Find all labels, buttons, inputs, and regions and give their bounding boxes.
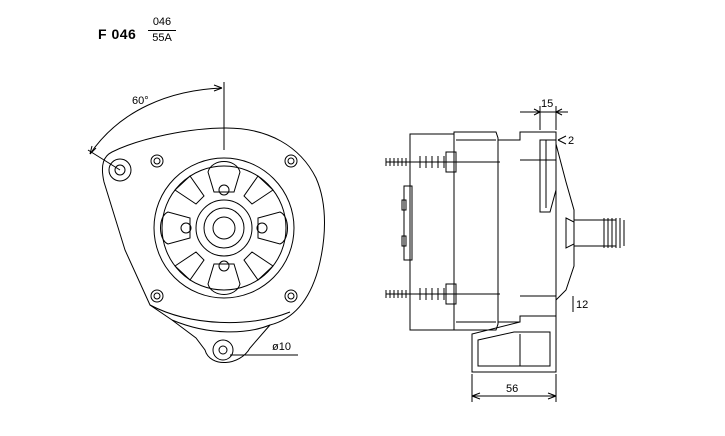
bottom-bolt-head [445, 283, 457, 305]
hole-diameter-label: ø10 [272, 341, 291, 353]
bottom-bolt-thread [385, 290, 407, 298]
bottom-mount-hole-inner [218, 345, 228, 355]
dim-gap-arrow [557, 135, 567, 145]
top-bolt-thread [385, 158, 407, 166]
front-view [87, 82, 325, 363]
bottom-gap-label: 12 [576, 299, 588, 311]
bottom-mount-foot-inner [477, 331, 551, 367]
vent-slot-br [243, 251, 274, 281]
bottom-mount-hole-outer [212, 339, 234, 361]
angle-arrow-left [89, 145, 97, 155]
dim-top-arrows [533, 108, 563, 116]
shaft-thread [603, 218, 625, 248]
top-bolt-nuts [419, 156, 445, 168]
vent-slot-bottom [207, 263, 241, 295]
terminal-pin-2 [401, 235, 407, 247]
fraction-numerator: 046 [148, 16, 176, 31]
output-shaft [574, 219, 617, 247]
vent-slot-tl [174, 175, 205, 205]
top-gap-label: 2 [568, 135, 574, 147]
vent-slot-right [257, 211, 288, 245]
model-title: F 046 [98, 26, 137, 42]
front-centerline-diag [87, 149, 121, 171]
bottom-mount-foot [471, 315, 557, 373]
top-bolt-head [445, 151, 457, 173]
bolt-bottom-left [150, 289, 164, 303]
hub-screw-bottom [218, 260, 230, 272]
vent-slot-tr [243, 175, 274, 205]
top-width-label: 15 [541, 98, 553, 110]
dim-base-arrows [471, 392, 557, 400]
fraction-denominator: 55A [152, 32, 172, 44]
hub-screw-right [256, 222, 268, 234]
front-housing-lower-rim [171, 319, 271, 333]
angle-label: 60° [132, 95, 149, 107]
terminal-block [403, 185, 413, 261]
top-mount-hole-inner [114, 164, 126, 176]
hub-screw-left [180, 222, 192, 234]
rotor-ring-2 [161, 165, 287, 291]
rotor-outer-ring [153, 157, 295, 299]
vent-slot-top [207, 161, 241, 193]
rotor-shaft [212, 216, 236, 240]
shaft-collar [565, 217, 575, 249]
bolt-top-left [150, 154, 164, 168]
front-housing-inner-rim [149, 304, 291, 324]
top-mount-ear [539, 139, 557, 213]
bolt-bottom-right [284, 289, 298, 303]
angle-arc [89, 87, 223, 155]
side-view [385, 106, 625, 402]
terminal-pin-1 [401, 199, 407, 211]
top-mount-hole-outer [108, 158, 132, 182]
bolt-bottom-right-center [287, 292, 295, 300]
bolt-top-right [284, 154, 298, 168]
front-housing-outline [101, 127, 325, 363]
angle-arrow-right [213, 84, 223, 92]
rotor-hub-ring [195, 199, 253, 257]
stator-body [453, 131, 499, 331]
vent-slot-bl [174, 251, 205, 281]
rating-fraction: 046 55A [148, 16, 176, 45]
hub-screw-top [218, 184, 230, 196]
vent-slot-left [160, 211, 191, 245]
bolt-top-right-center [287, 157, 295, 165]
rotor-hub [203, 207, 245, 249]
bolt-top-left-center [153, 157, 161, 165]
bolt-bottom-left-center [153, 292, 161, 300]
bottom-bolt-nuts [419, 288, 445, 300]
base-width-label: 56 [506, 383, 518, 395]
